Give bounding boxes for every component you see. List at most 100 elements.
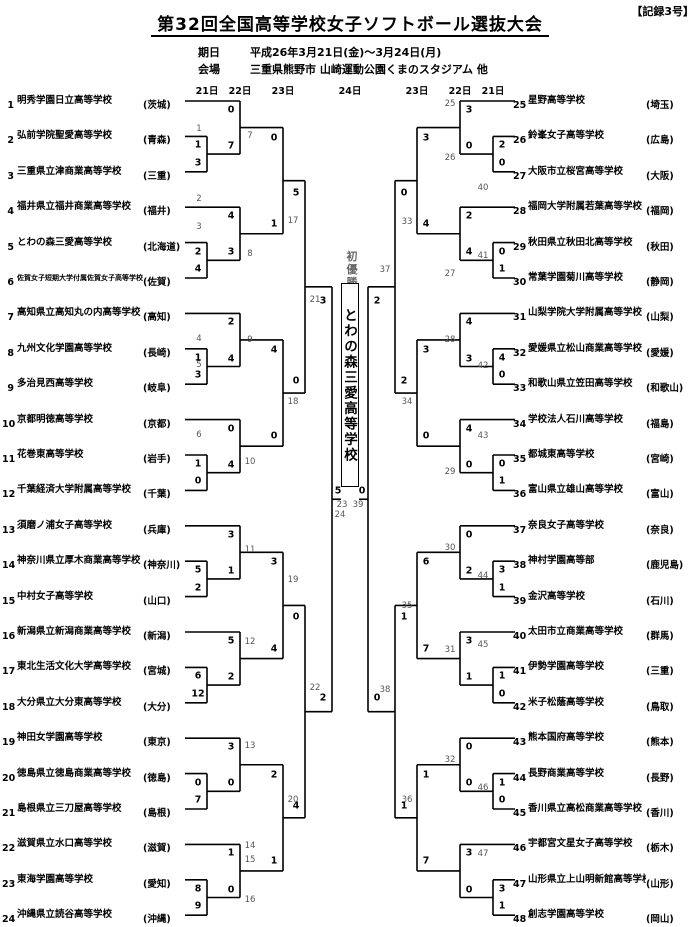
score-label: 3 — [465, 847, 473, 859]
team-prefecture: (三重) — [143, 170, 171, 182]
page-title: 第32回全国高等学校女子ソフトボール選抜大会 — [0, 10, 700, 37]
team-prefecture: (京都) — [143, 418, 171, 430]
final-score-right: 0 — [358, 485, 366, 497]
team-name: 創志学園高等学校 — [528, 909, 605, 921]
team-seed-number: 15 — [2, 595, 16, 607]
game-number: 7 — [247, 131, 253, 141]
score-label: 0 — [227, 104, 235, 116]
team-prefecture: (宮城) — [143, 666, 171, 678]
team-prefecture: (茨城) — [143, 100, 171, 111]
score-label: 3 — [422, 132, 430, 144]
team-seed-number: 10 — [2, 418, 16, 430]
team-name: 福岡大学附属若葉高等学校 — [528, 201, 643, 213]
score-label: 0 — [292, 611, 300, 623]
team-name: 神村学園高等部 — [528, 555, 595, 567]
score-label: 3 — [465, 104, 473, 116]
team-seed-number: 22 — [2, 843, 16, 855]
game-number: 9 — [247, 335, 253, 345]
team-prefecture: (石川) — [646, 595, 674, 607]
score-label: 2 — [227, 316, 235, 328]
game-number: 44 — [477, 571, 489, 581]
game-number: 23 — [336, 500, 348, 510]
team-name: 鈴峯女子高等学校 — [528, 130, 605, 142]
team-prefecture: (高知) — [143, 312, 171, 324]
score-label: 1 — [498, 670, 506, 682]
team-name: 中村女子高等学校 — [17, 590, 94, 602]
team-name: 愛媛県立松山商業高等学校 — [528, 342, 643, 354]
score-label: 0 — [465, 884, 473, 895]
team-prefecture: (福岡) — [646, 206, 674, 218]
team-seed-number: 17 — [2, 666, 16, 678]
team-name: 多治見西高等学校 — [17, 378, 94, 390]
game-number: 45 — [477, 640, 489, 650]
team-name: 花巻東高等学校 — [17, 449, 84, 460]
game-number: 32 — [444, 755, 456, 765]
score-label: 5 — [227, 635, 235, 647]
team-name: 熊本国府高等学校 — [528, 732, 605, 744]
team-seed-number: 18 — [2, 701, 16, 713]
score-label: 2 — [227, 671, 235, 683]
score-label: 1 — [227, 565, 235, 577]
team-seed-number: 7 — [7, 312, 14, 324]
score-label: 6 — [194, 670, 202, 682]
team-seed-number: 28 — [513, 206, 527, 218]
team-name: 神奈川県立厚木商業高等学校 — [17, 555, 141, 567]
game-number: 13 — [244, 741, 256, 751]
game-number: 17 — [287, 216, 299, 226]
team-name: 三重県立津商業高等学校 — [17, 165, 122, 177]
team-prefecture: (和歌山) — [646, 383, 684, 395]
team-prefecture: (新潟) — [143, 631, 171, 642]
team-name: 明秀学園日立高等学校 — [17, 95, 113, 106]
score-label: 0 — [292, 375, 300, 387]
venue-value: 三重県熊野市 山崎運動公園くまのスタジアム 他 — [250, 63, 488, 76]
game-number: 4 — [196, 334, 202, 344]
team-prefecture: (愛知) — [143, 878, 171, 890]
team-prefecture: (神奈川) — [143, 560, 181, 572]
team-seed-number: 33 — [513, 383, 527, 395]
team-seed-number: 38 — [513, 560, 527, 572]
team-seed-number: 2 — [7, 135, 14, 147]
score-label: 4 — [227, 210, 235, 222]
final-score-left: 5 — [334, 485, 342, 497]
score-label: 0 — [270, 430, 278, 442]
game-number: 42 — [477, 361, 489, 371]
score-label: 4 — [422, 218, 430, 230]
team-name: 秋田県立秋田北高等学校 — [528, 236, 633, 248]
team-seed-number: 6 — [7, 277, 14, 288]
team-name: 常葉学園菊川高等学校 — [528, 272, 624, 283]
team-name: 京都明徳高等学校 — [17, 413, 94, 425]
team-name: 千葉経済大学附属高等学校 — [17, 484, 132, 496]
score-label: 4 — [498, 352, 506, 364]
score-label: 3 — [270, 556, 278, 568]
score-label: 0 — [465, 459, 473, 471]
team-prefecture: (青森) — [143, 135, 171, 147]
score-label: 2 — [465, 210, 473, 222]
score-label: 0 — [270, 132, 278, 144]
score-label: 4 — [292, 800, 300, 812]
game-number: 20 — [287, 795, 299, 805]
game-number: 25 — [444, 99, 456, 109]
score-label: 5 — [194, 564, 202, 576]
team-name: 佐賀女子短期大学付属佐賀女子高等学校 — [17, 274, 143, 282]
team-name: 滋賀県立水口高等学校 — [17, 838, 113, 850]
game-number: 11 — [244, 545, 256, 555]
team-prefecture: (山口) — [143, 595, 171, 607]
team-prefecture: (東京) — [143, 737, 171, 749]
team-name: 伊勢学園高等学校 — [528, 661, 605, 673]
team-name: 和歌山県立笠田高等学校 — [528, 378, 633, 390]
